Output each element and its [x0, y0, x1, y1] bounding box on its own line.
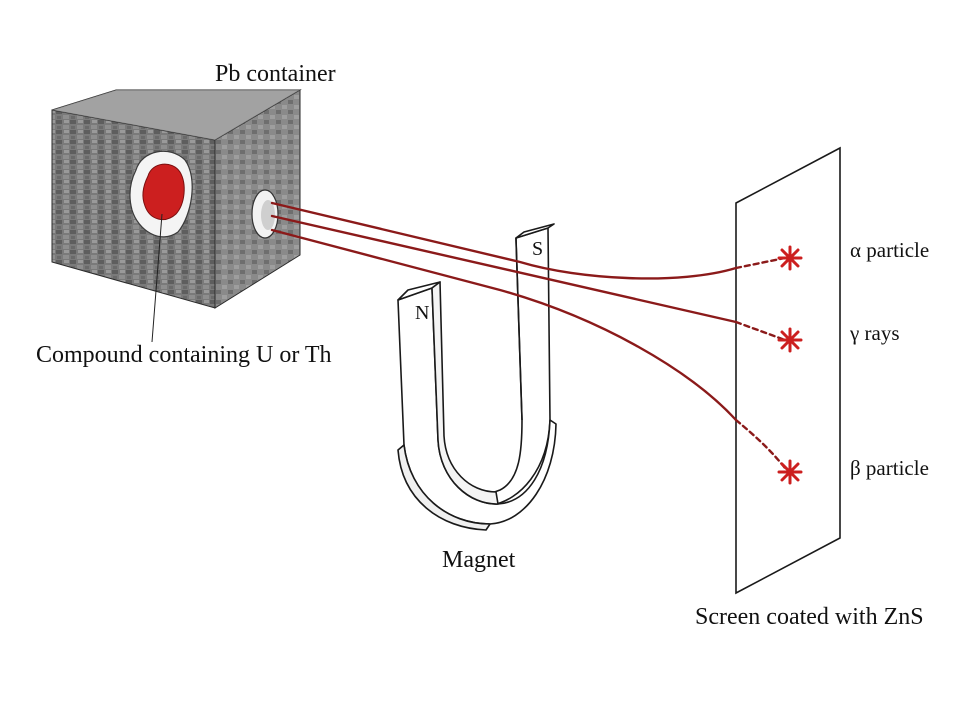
south-pole-label: S: [532, 238, 544, 260]
north-pole-label: N: [415, 302, 430, 324]
beta-beam: [270, 228, 738, 422]
compound-label: Compound containing U or Th: [36, 342, 332, 368]
radioactive-sample: [142, 163, 185, 221]
container-label: Pb container: [215, 61, 336, 87]
alpha-impact-star: [777, 245, 803, 271]
compound-leader-line: [151, 213, 163, 343]
alpha-beam: [270, 201, 738, 280]
gamma-rays-label: γ rays: [850, 321, 900, 345]
gamma-beam-dashed: [734, 320, 787, 342]
screen-label: Screen coated with ZnS: [695, 604, 924, 630]
alpha-beam-dashed: [734, 256, 787, 270]
zns-screen: [735, 146, 841, 595]
beta-impact-star: [777, 459, 803, 485]
magnet-label: Magnet: [442, 547, 516, 573]
radiation-beams: [270, 201, 787, 470]
gamma-impact-star: [777, 327, 803, 353]
impact-stars: [777, 245, 803, 485]
lead-container: [51, 89, 302, 309]
alpha-particle-label: α particle: [850, 238, 930, 262]
beta-particle-label: β particle: [850, 456, 929, 480]
gamma-beam: [270, 214, 738, 324]
